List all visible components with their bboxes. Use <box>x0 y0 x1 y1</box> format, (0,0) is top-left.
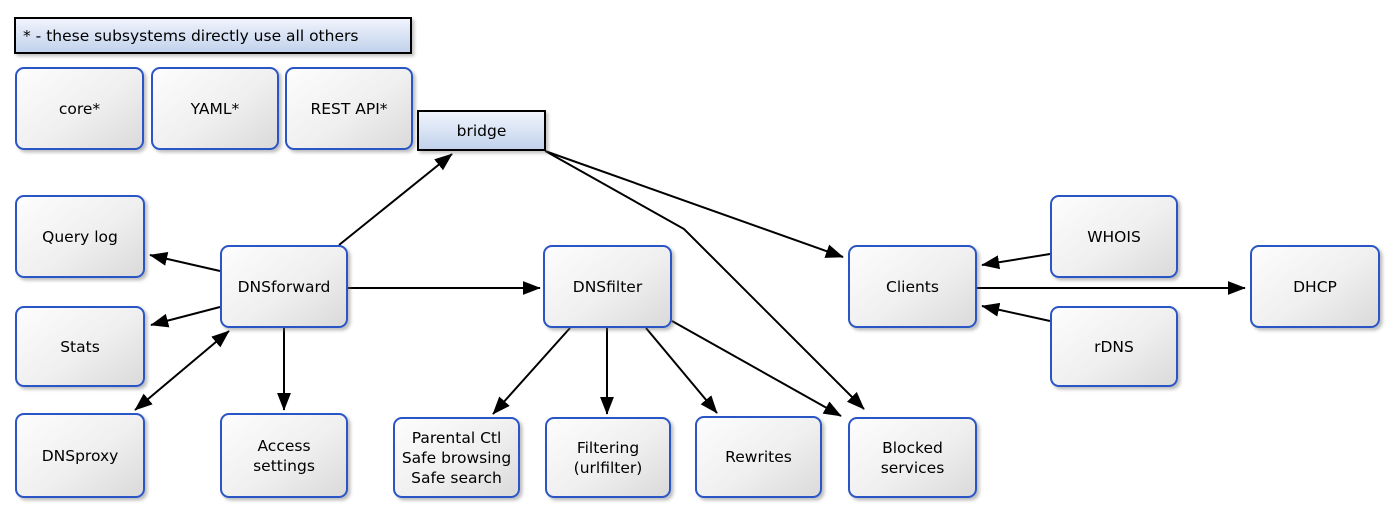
node-dhcp: DHCP <box>1250 245 1380 328</box>
node-stats: Stats <box>15 306 145 387</box>
edge-dnsfilter-blocked-services <box>671 320 842 417</box>
node-rewrites: Rewrites <box>695 416 822 498</box>
edge-dnsforward-querylog <box>149 252 221 272</box>
edge-dnsforward-bridge <box>338 153 453 246</box>
node-whois: WHOIS <box>1050 195 1178 278</box>
legend-note: * - these subsystems directly use all ot… <box>14 17 412 54</box>
node-dnsfilter: DNSfilter <box>543 245 672 328</box>
edge-dnsfilter-rewrites <box>645 327 718 414</box>
edge-bridge-clients <box>544 150 844 258</box>
node-clients: Clients <box>848 245 977 328</box>
node-bridge: bridge <box>417 110 546 151</box>
node-parental-safebrowsing-safesearch: Parental Ctl Safe browsing Safe search <box>393 417 520 498</box>
node-core: core* <box>15 67 144 150</box>
node-access-settings: Access settings <box>220 413 348 498</box>
edge-whois-clients <box>981 253 1051 270</box>
edge-dnsfilter-parental <box>492 327 571 415</box>
edge-dnsproxy-dnsforward <box>134 330 230 411</box>
edge-dnsforward-stats <box>150 306 221 328</box>
node-filtering-urlfilter: Filtering (urlfilter) <box>545 417 671 498</box>
node-dnsproxy: DNSproxy <box>15 413 145 498</box>
node-rdns: rDNS <box>1050 306 1178 387</box>
edge-rdns-clients <box>981 302 1051 322</box>
node-rest-api: REST API* <box>285 67 413 150</box>
node-query-log: Query log <box>15 195 145 278</box>
node-dnsforward: DNSforward <box>220 245 348 328</box>
node-blocked-services: Blocked services <box>848 417 977 498</box>
node-yaml: YAML* <box>151 67 279 150</box>
